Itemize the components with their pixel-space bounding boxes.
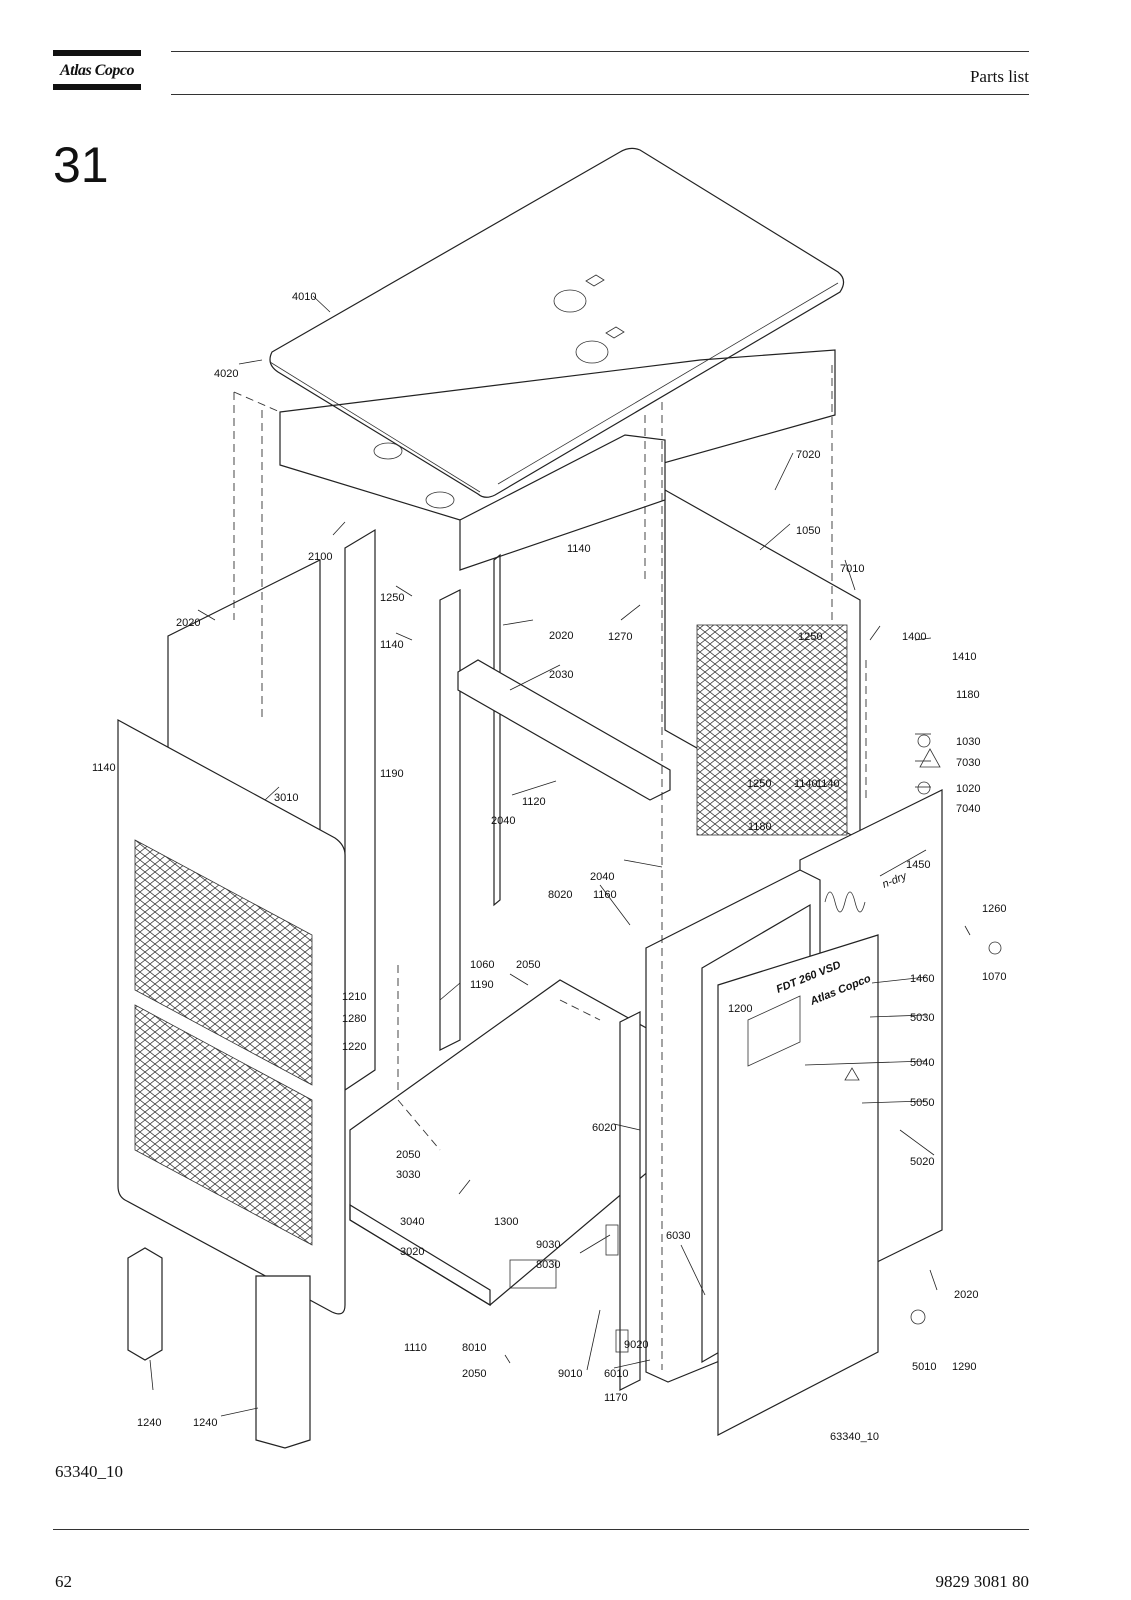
callout-1050: 1050 xyxy=(796,525,820,537)
callout-1180: 1180 xyxy=(748,821,772,833)
atlas-copco-logo: Atlas Copco xyxy=(53,50,141,94)
callout-5010: 5010 xyxy=(912,1361,936,1373)
callout-1290: 1290 xyxy=(952,1361,976,1373)
callout-2030: 2030 xyxy=(549,669,573,681)
callout-7010: 7010 xyxy=(840,563,864,575)
duct-box xyxy=(459,434,666,571)
callout-2050: 2050 xyxy=(516,959,540,971)
callout-1190: 1190 xyxy=(380,768,404,780)
callout-leaders xyxy=(149,295,971,1417)
callout-1030: 1030 xyxy=(956,736,980,748)
callout-1450: 1450 xyxy=(906,859,930,871)
callout-2040: 2040 xyxy=(491,815,515,827)
callout-1190: 1190 xyxy=(470,979,494,991)
callout-1200: 1200 xyxy=(728,1003,752,1015)
fasteners xyxy=(605,734,1002,1353)
header-rule-bottom xyxy=(171,94,1029,95)
callout-1460: 1460 xyxy=(910,973,934,985)
callout-1160: 1160 xyxy=(593,889,617,901)
callout-3040: 3040 xyxy=(400,1216,424,1228)
callout-6010: 6010 xyxy=(604,1368,628,1380)
footer-rule xyxy=(53,1529,1029,1530)
roof-frame xyxy=(279,349,836,521)
callout-6020: 6020 xyxy=(592,1122,616,1134)
callout-1260: 1260 xyxy=(982,903,1006,915)
door-strip xyxy=(619,1011,641,1391)
callout-3020: 3020 xyxy=(400,1246,424,1258)
callout-7040: 7040 xyxy=(956,803,980,815)
callout-4020: 4020 xyxy=(214,368,238,380)
assembly-lines xyxy=(233,365,867,1370)
callout-1140: 1140 xyxy=(567,543,591,555)
callout-1250: 1250 xyxy=(798,631,822,643)
callout-1110: 1110 xyxy=(404,1342,427,1354)
callout-1180: 1180 xyxy=(956,689,980,701)
callout-9030: 9030 xyxy=(536,1239,560,1251)
page-number: 62 xyxy=(55,1572,72,1591)
right-back-panel xyxy=(664,488,861,842)
callout-3030: 3030 xyxy=(396,1169,420,1181)
callout-7030: 7030 xyxy=(956,757,980,769)
callout-9020: 9020 xyxy=(624,1339,648,1351)
callout-5030: 5030 xyxy=(910,1012,934,1024)
top-cover xyxy=(269,147,845,498)
callout-2020: 2020 xyxy=(954,1289,978,1301)
section-number: 31 xyxy=(53,137,109,193)
callout-2100: 2100 xyxy=(308,551,332,563)
callout-1140: 1140 xyxy=(794,778,818,790)
callout-8030: 8030 xyxy=(536,1259,560,1271)
callout-1060: 1060 xyxy=(470,959,494,971)
back-columns xyxy=(344,528,501,1092)
callout-1240: 1240 xyxy=(193,1417,217,1429)
document-number: 9829 3081 80 xyxy=(935,1572,1030,1591)
right-front-panels: FDT 260 VSD Atlas Copco n-dry xyxy=(645,789,943,1436)
callout-1070: 1070 xyxy=(982,971,1006,983)
callout-2040: 2040 xyxy=(590,871,614,883)
crossbar xyxy=(457,659,671,801)
callout-9010: 9010 xyxy=(558,1368,582,1380)
callout-1270: 1270 xyxy=(608,631,632,643)
callout-2020: 2020 xyxy=(549,630,573,642)
callout-1140: 1140 xyxy=(816,778,840,790)
callout-8020: 8020 xyxy=(548,889,572,901)
callout-1210: 1210 xyxy=(342,991,366,1003)
callout-5020: 5020 xyxy=(910,1156,934,1168)
logo-text: Atlas Copco xyxy=(59,62,135,79)
callout-4010: 4010 xyxy=(292,291,316,303)
callout-1280: 1280 xyxy=(342,1013,366,1025)
callout-6030: 6030 xyxy=(666,1230,690,1242)
drawing-reference: 63340_10 xyxy=(830,1431,879,1443)
callout-2020: 2020 xyxy=(176,617,200,629)
page-title: Parts list xyxy=(969,67,1029,86)
callout-7020: 7020 xyxy=(796,449,820,461)
callout-1250: 1250 xyxy=(380,592,404,604)
callout-1020: 1020 xyxy=(956,783,980,795)
legs xyxy=(127,1247,311,1449)
callout-2050: 2050 xyxy=(462,1368,486,1380)
figure-id: 63340_10 xyxy=(55,1462,123,1481)
callout-1170: 1170 xyxy=(604,1392,628,1404)
header-rule-top xyxy=(171,51,1029,52)
callout-1120: 1120 xyxy=(522,796,546,808)
callout-1140: 1140 xyxy=(380,639,404,651)
callout-3010: 3010 xyxy=(274,792,298,804)
callout-1300: 1300 xyxy=(494,1216,518,1228)
callout-1250: 1250 xyxy=(747,778,771,790)
callout-labels: 4010 4020 2100 2020 1250 1140 1140 1190 … xyxy=(92,291,1006,1443)
callout-5040: 5040 xyxy=(910,1057,934,1069)
callout-5050: 5050 xyxy=(910,1097,934,1109)
callout-1410: 1410 xyxy=(952,651,976,663)
callout-8010: 8010 xyxy=(462,1342,486,1354)
callout-1220: 1220 xyxy=(342,1041,366,1053)
callout-2050: 2050 xyxy=(396,1149,420,1161)
callout-1400: 1400 xyxy=(902,631,926,643)
front-left-panel xyxy=(117,718,346,1315)
callout-1240: 1240 xyxy=(137,1417,161,1429)
base-frame xyxy=(349,979,651,1307)
callout-1140: 1140 xyxy=(92,762,116,774)
